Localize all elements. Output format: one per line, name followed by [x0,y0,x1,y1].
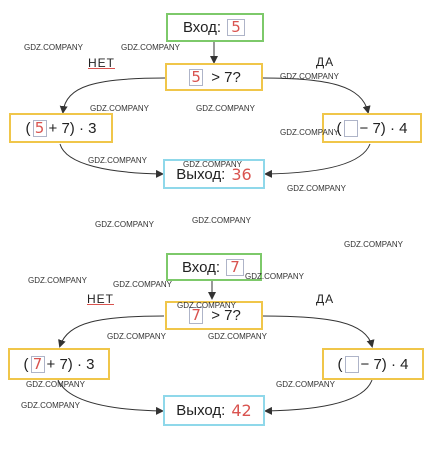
left-value-cell: 7 [30,355,45,373]
watermark: GDZ.COMPANY [177,301,236,310]
condition-value-cell: 7 [189,307,204,324]
input-label: Вход: [181,258,221,276]
left-expr-open: ( [23,355,29,373]
no-label: НЕТ [87,292,114,306]
input-label: Вход: [182,19,222,36]
watermark: GDZ.COMPANY [276,380,335,389]
watermark: GDZ.COMPANY [287,184,346,193]
right-branch-box: ( − 7) · 4 [322,113,422,143]
right-value-cell [344,355,359,373]
watermark: GDZ.COMPANY [88,156,147,165]
yes-label: ДА [316,55,335,69]
watermark: GDZ.COMPANY [208,332,267,341]
left-expr-open: ( [25,119,31,137]
condition-box: 7 > 7? [165,301,263,330]
input-box: Вход: 7 [166,253,262,281]
watermark: GDZ.COMPANY [90,104,149,113]
condition-box: 5 > 7? [165,63,263,91]
watermark: GDZ.COMPANY [95,220,154,229]
input-box: Вход: 5 [166,13,264,42]
input-value-cell: 7 [226,258,245,276]
watermark: GDZ.COMPANY [344,240,403,249]
left-value-cell: 5 [32,119,47,137]
no-label: НЕТ [88,56,115,70]
watermark: GDZ.COMPANY [24,43,83,52]
output-box: Выход: 42 [163,395,265,426]
right-expr-close: − 7) · 4 [360,355,409,373]
watermark: GDZ.COMPANY [245,272,304,281]
right-branch-box: ( − 7) · 4 [322,348,424,380]
condition-value-cell: 5 [189,68,204,86]
watermark: GDZ.COMPANY [121,43,180,52]
input-value-cell: 5 [227,19,246,36]
watermark: GDZ.COMPANY [280,128,339,137]
right-expr-open: ( [337,355,343,373]
left-branch-box: ( 7 + 7) · 3 [8,348,110,380]
right-value-cell [343,119,358,137]
right-expr-open: ( [336,119,342,137]
watermark: GDZ.COMPANY [196,104,255,113]
watermark: GDZ.COMPANY [192,216,251,225]
output-label: Выход: [176,402,226,419]
output-value: 36 [231,164,252,184]
yes-label: ДА [316,292,335,306]
watermark: GDZ.COMPANY [183,160,242,169]
arrows-diagram-2 [57,281,375,415]
watermark: GDZ.COMPANY [26,380,85,389]
watermark: GDZ.COMPANY [28,276,87,285]
arrows-diagram-1 [59,42,371,178]
watermark: GDZ.COMPANY [280,72,339,81]
output-box: Выход: 36 [163,159,265,189]
left-expr-close: + 7) · 3 [46,355,95,373]
output-label: Выход: [176,165,226,183]
watermark: GDZ.COMPANY [113,280,172,289]
watermark: GDZ.COMPANY [21,401,80,410]
left-branch-box: ( 5 + 7) · 3 [9,113,113,143]
output-value: 42 [231,401,252,420]
left-expr-close: + 7) · 3 [48,119,97,137]
watermark: GDZ.COMPANY [107,332,166,341]
right-expr-close: − 7) · 4 [359,119,408,137]
condition-text: > 7? [211,307,241,324]
condition-text: > 7? [211,68,241,86]
